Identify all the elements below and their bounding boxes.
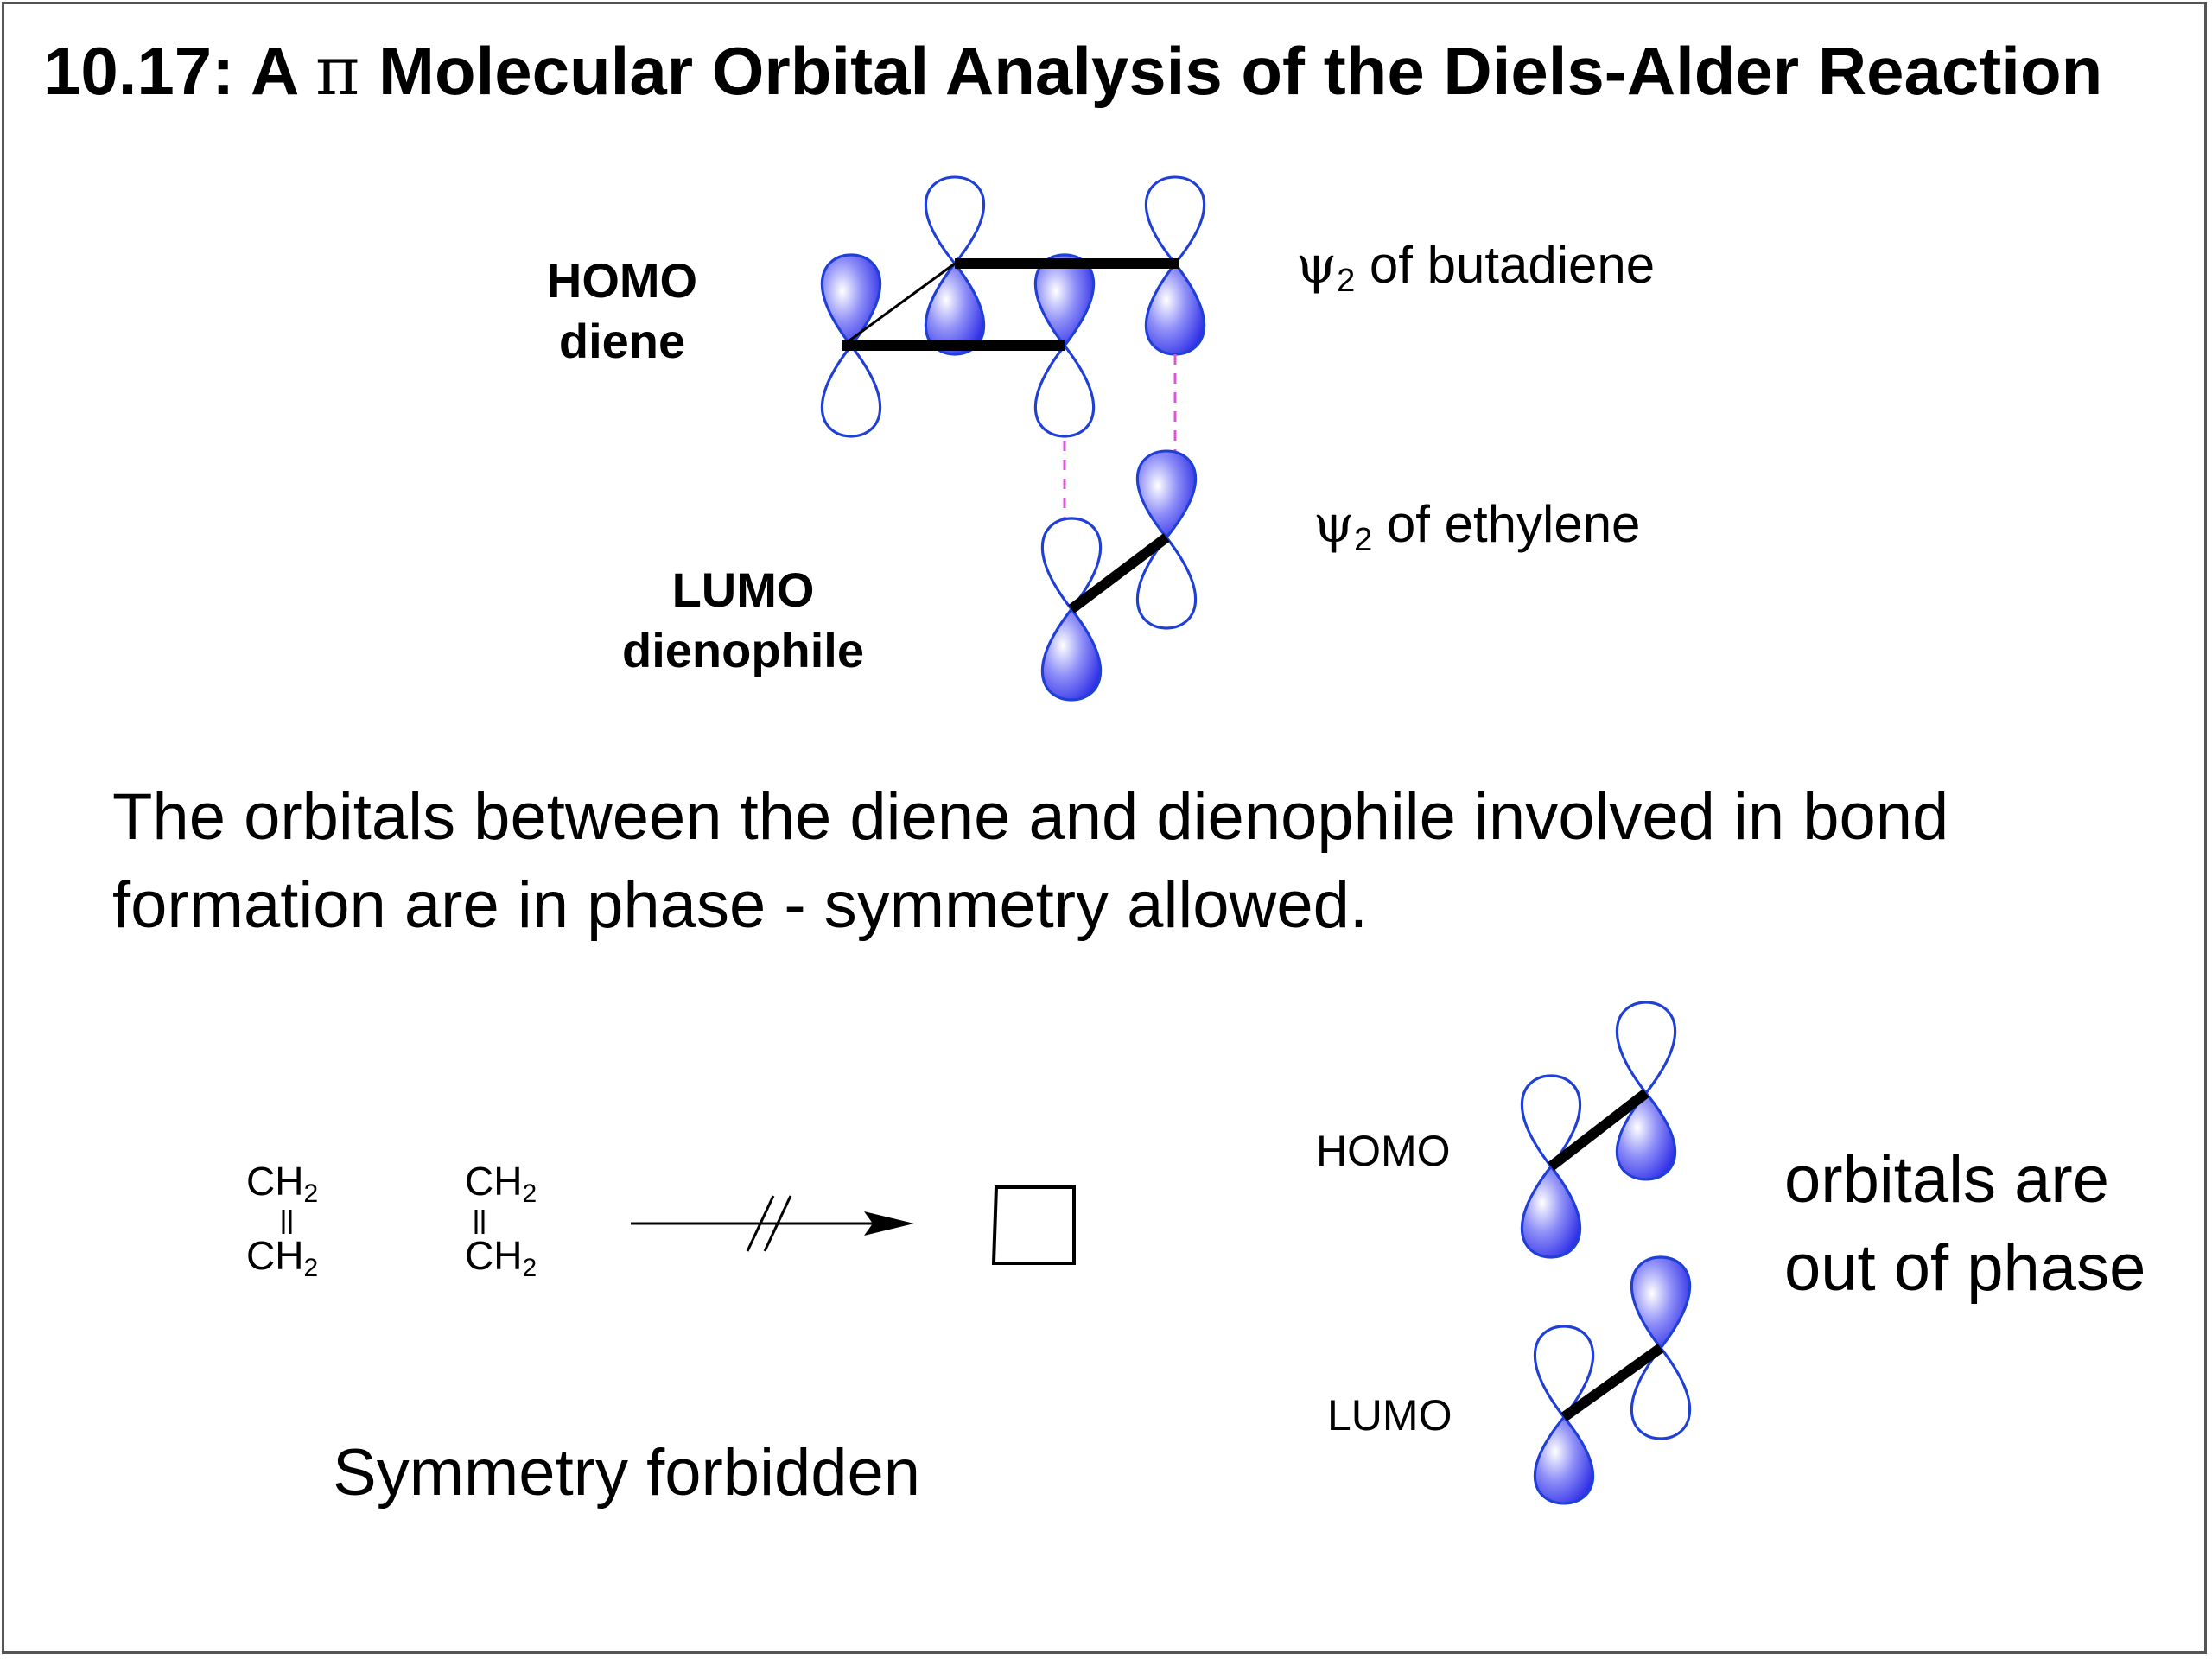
ethylene1-bottom-ch2: CH2	[246, 1233, 319, 1282]
out-of-phase-note: orbitals are out of phase	[1784, 1143, 2146, 1305]
butadiene-psi2-label: ψ2 of butadiene	[1296, 235, 1656, 299]
homo-diene-label: HOMO diene	[546, 253, 698, 368]
ethylene-homo-bond	[1548, 1089, 1649, 1171]
cyclobutane-product	[991, 1185, 1076, 1265]
orbital-overlap-links	[1063, 354, 1177, 518]
lumo-dienophile-label: LUMO dienophile	[622, 563, 864, 677]
ethylene-lumo-bottom-bond	[1560, 1344, 1664, 1421]
slide-title: 10.17: A π Molecular Orbital Analysis of…	[43, 33, 2103, 111]
ethylene2-top-ch2: CH2	[465, 1159, 537, 1208]
ethylene-psi2-label: ψ2 of ethylene	[1313, 494, 1641, 558]
symmetry-forbidden-caption: Symmetry forbidden	[333, 1436, 921, 1510]
butadiene-bonds	[842, 258, 1179, 351]
homo-label-bottom: HOMO	[1316, 1127, 1451, 1175]
double-bond-marks	[282, 1210, 485, 1234]
ethylene1-top-ch2: CH2	[246, 1159, 319, 1208]
ethylene-bond-top	[1068, 533, 1170, 613]
ethylene2-bottom-ch2: CH2	[465, 1233, 537, 1282]
lumo-label-bottom: LUMO	[1327, 1391, 1452, 1440]
symmetry-allowed-statement: The orbitals between the diene and dieno…	[112, 780, 1949, 942]
forbidden-reaction-arrow	[631, 1195, 914, 1252]
butadiene-homo-orbitals	[820, 175, 1206, 438]
